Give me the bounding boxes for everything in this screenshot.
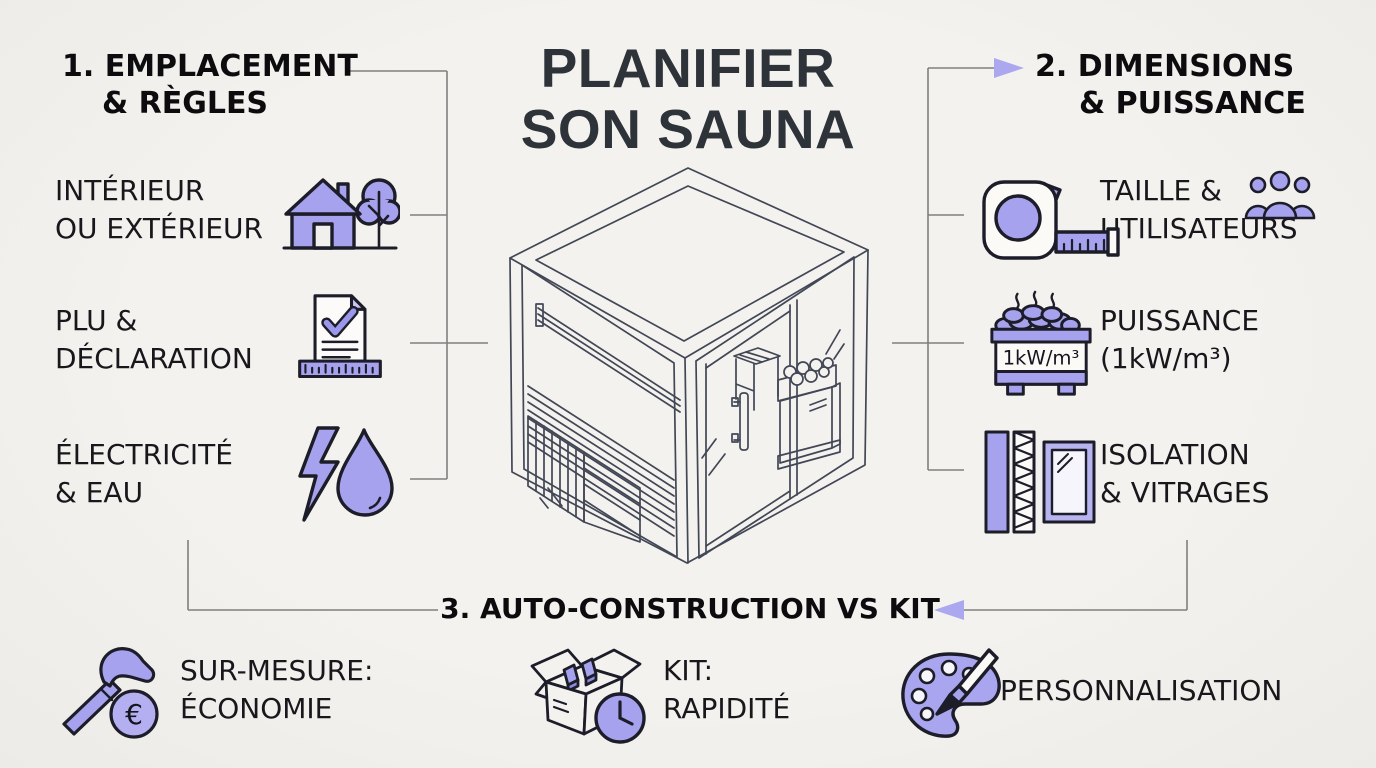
item-label-line: SUR-MESURE: — [180, 654, 374, 687]
house-tree-icon — [282, 178, 400, 250]
item-label-line: KIT: — [663, 654, 714, 687]
users-icon — [1244, 170, 1316, 220]
item-label-line: & VITRAGES — [1100, 476, 1270, 509]
section1-heading-line1: 1. EMPLACEMENT — [62, 49, 358, 84]
connector-bottom-right — [964, 540, 1188, 611]
item-personnalisation: PERSONNALISATION — [1000, 672, 1282, 710]
item-label-line: DÉCLARATION — [55, 342, 253, 375]
hammer-euro-icon: € — [62, 647, 159, 739]
item-label-line: RAPIDITÉ — [663, 692, 791, 725]
section3-heading: 3. AUTO-CONSTRUCTION VS KIT — [440, 592, 940, 625]
item-interieur-exterieur: INTÉRIEUR OU EXTÉRIEUR — [55, 172, 263, 248]
page-title-line2: SON SAUNA — [520, 98, 856, 160]
arrow-left-icon — [934, 600, 964, 620]
item-taille-utilisateurs: TAILLE & UTILISATEURS — [1100, 172, 1298, 248]
section2-heading-line1: 2. DIMENSIONS — [1035, 49, 1295, 84]
document-check-icon — [298, 294, 382, 379]
section2-heading: 2. DIMENSIONS & PUISSANCE — [1035, 48, 1306, 122]
item-label-line: PUISSANCE — [1100, 304, 1260, 337]
item-label-line: PERSONNALISATION — [1000, 674, 1283, 707]
kit-box-clock-icon — [530, 648, 646, 744]
item-label-line: TAILLE & — [1100, 174, 1222, 207]
section1-heading: 1. EMPLACEMENT & RÈGLES — [62, 48, 358, 122]
arrow-right-icon — [994, 58, 1024, 78]
sauna-illustration — [509, 167, 869, 564]
item-sur-mesure: SUR-MESURE: ÉCONOMIE — [180, 652, 373, 728]
section2-heading-line2: & PUISSANCE — [1079, 86, 1306, 121]
connector-strokes — [187, 67, 1188, 611]
sauna-heater-icon: 1kW/m³ — [990, 290, 1092, 396]
item-electricite-eau: ÉLECTRICITÉ & EAU — [55, 436, 233, 512]
item-label-line: & EAU — [55, 476, 144, 509]
item-label-line: INTÉRIEUR — [55, 174, 205, 207]
item-label-line: ISOLATION — [1100, 438, 1250, 471]
page-title-line1: PLANIFIER — [540, 37, 836, 99]
item-label-line: ÉCONOMIE — [180, 692, 333, 725]
page-title: PLANIFIER SON SAUNA — [388, 38, 988, 160]
insulation-window-icon — [984, 430, 1096, 534]
euro-symbol: € — [125, 698, 143, 731]
item-label-line: PLU & — [55, 304, 138, 337]
item-label-line: OU EXTÉRIEUR — [55, 212, 263, 245]
lightning-waterdrop-icon — [298, 426, 394, 522]
section1-heading-line2: & RÈGLES — [102, 86, 269, 121]
paint-palette-icon — [901, 648, 1001, 738]
item-label-line: (1kW/m³) — [1100, 342, 1232, 375]
item-kit-rapidite: KIT: RAPIDITÉ — [663, 652, 790, 728]
connector-bottom-left — [187, 540, 438, 611]
item-plu-declaration: PLU & DÉCLARATION — [55, 302, 253, 378]
connector-right-bracket — [892, 67, 994, 471]
item-isolation-vitrages: ISOLATION & VITRAGES — [1100, 436, 1269, 512]
connector-left-bracket — [348, 70, 488, 480]
item-puissance: PUISSANCE (1kW/m³) — [1100, 302, 1259, 378]
item-label-line: ÉLECTRICITÉ — [55, 438, 233, 471]
heater-power-label: 1kW/m³ — [1003, 347, 1080, 370]
tape-measure-icon — [982, 180, 1120, 260]
